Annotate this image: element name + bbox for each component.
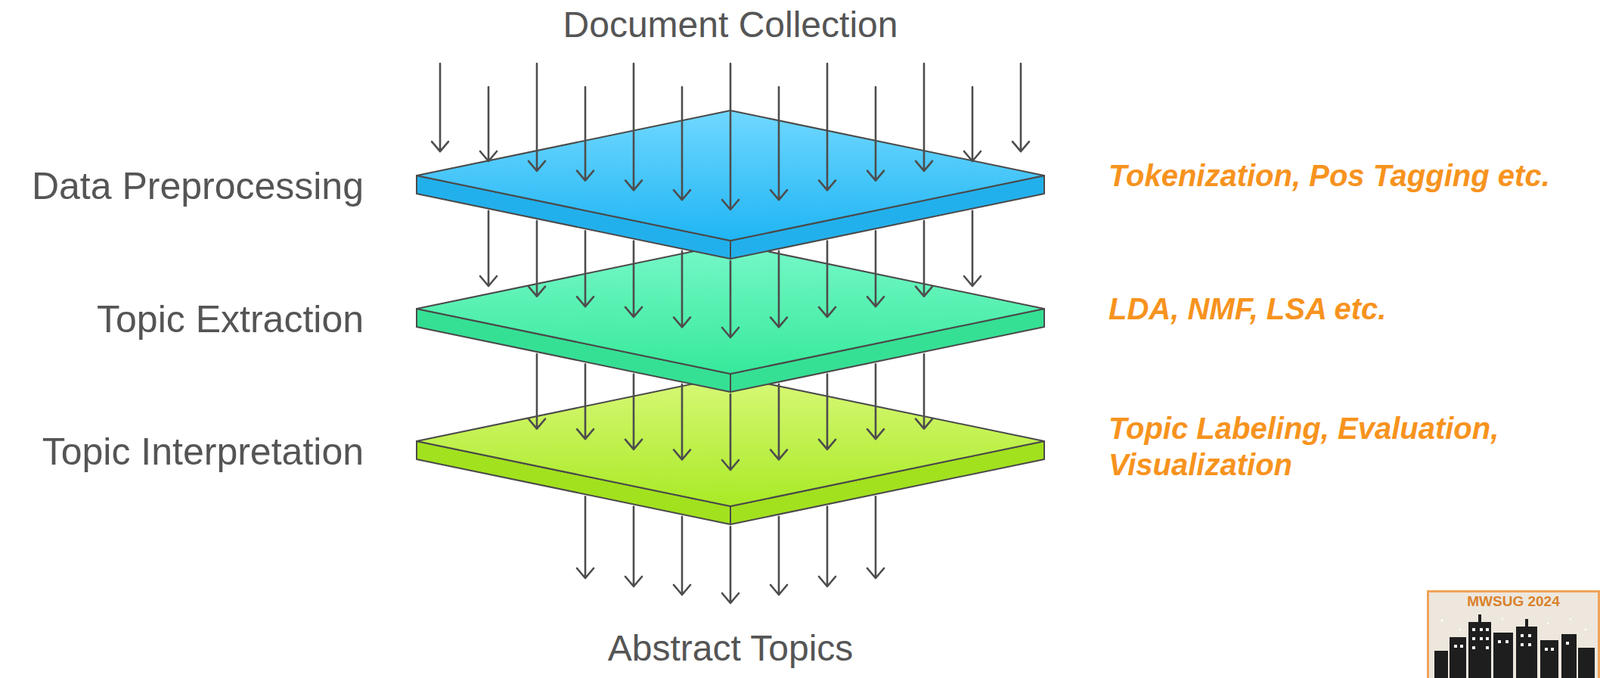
label-holder: Topic Labeling, Evaluation, Visualizatio… [1108, 409, 1590, 483]
flow-arrow [625, 240, 642, 317]
flow-arrow [480, 86, 497, 162]
layer-heading: Topic Extraction [96, 296, 364, 342]
layer-heading: Topic Interpretation [42, 428, 364, 475]
flow-arrow [722, 526, 739, 603]
label-holder: LDA, NMF, LSA etc. [1108, 290, 1590, 327]
flow-arrow [867, 363, 884, 439]
logo-skyline [1434, 613, 1595, 678]
logo-text: MWSUG 2024 [1426, 592, 1600, 611]
flow-arrow [915, 353, 933, 429]
heading-holder: Topic Interpretation [42, 428, 364, 475]
flow-arrow [770, 516, 788, 595]
output-label: Abstract Topics [427, 626, 1033, 670]
heading-holder: Data Preprocessing [31, 163, 364, 209]
heading-holder: Topic Extraction [96, 296, 364, 342]
flow-connector [480, 210, 981, 338]
slab-top-face [416, 243, 1045, 374]
logo-stars [1441, 617, 1588, 631]
flow-arrow [576, 363, 594, 439]
label-holder: MWSUG 2024 [1426, 592, 1600, 611]
input-label: Document Collection [427, 3, 1033, 47]
flow-connector [528, 353, 933, 470]
flow-arrow [480, 210, 497, 286]
flow-arrow [964, 86, 981, 162]
flow-arrow [673, 251, 691, 328]
logo-windows [1454, 627, 1569, 651]
layer-heading: Data Preprocessing [31, 163, 364, 209]
flow-arrow [431, 63, 449, 152]
flow-arrow [528, 220, 546, 297]
label-holder: Document Collection [427, 3, 1033, 47]
flow-arrow [625, 505, 642, 587]
slab-top-face [416, 375, 1045, 506]
method-note: Tokenization, Pos Tagging etc. [1108, 157, 1590, 194]
method-note: Topic Labeling, Evaluation, Visualizatio… [1108, 409, 1590, 483]
method-note: LDA, NMF, LSA etc. [1108, 290, 1590, 327]
flow-arrow [722, 260, 739, 338]
label-holder: Abstract Topics [427, 626, 1033, 670]
flow-arrow [867, 496, 884, 578]
flow-arrow [818, 373, 836, 449]
flow-arrow [867, 230, 884, 307]
flow-arrow [528, 353, 546, 429]
flow-arrow [1012, 63, 1030, 152]
flow-arrow [770, 384, 788, 460]
flow-arrow [915, 220, 933, 297]
slab-top-face [416, 110, 1045, 241]
label-holder: Tokenization, Pos Tagging etc. [1108, 157, 1590, 194]
flow-arrow [625, 373, 642, 449]
flow-arrow [722, 393, 739, 470]
flow-arrow [576, 230, 594, 307]
flow-arrow [770, 251, 788, 328]
flow-arrow [673, 516, 691, 595]
flow-arrow [818, 505, 836, 587]
flow-arrow [964, 210, 981, 286]
flow-arrow [576, 496, 594, 578]
flow-arrow [818, 240, 836, 317]
slab-shape [416, 110, 1045, 259]
flow-arrow [673, 384, 691, 460]
layer-slab: Data Preprocessing [416, 110, 1045, 259]
